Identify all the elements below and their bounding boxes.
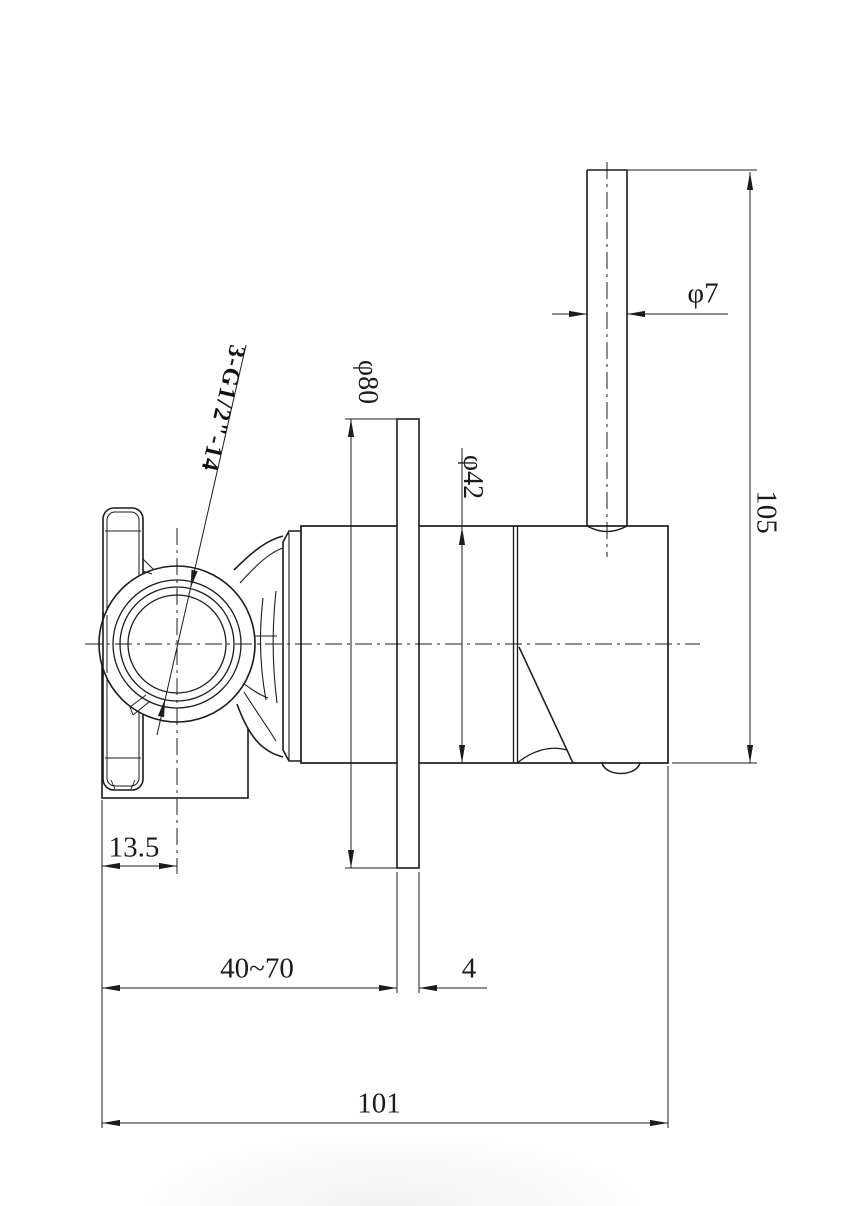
dimension-arrowheads [102, 172, 754, 1127]
dim-handle-diameter: φ7 [687, 277, 719, 310]
dim-plate-diameter: φ80 [352, 359, 383, 405]
valve-body [300, 525, 669, 775]
centerlines [85, 162, 700, 874]
dim-wall-depth-range: 40~70 [220, 952, 294, 985]
valve-neck [233, 535, 284, 758]
dim-plate-thickness: 4 [461, 952, 477, 985]
dim-overall-height: 105 [750, 490, 783, 534]
body-end-cap [282, 530, 301, 762]
dim-body-diameter: φ42 [457, 454, 488, 500]
dim-center-offset: 13.5 [108, 831, 160, 864]
dim-total-length: 101 [357, 1087, 401, 1120]
handle-rod [586, 169, 628, 533]
